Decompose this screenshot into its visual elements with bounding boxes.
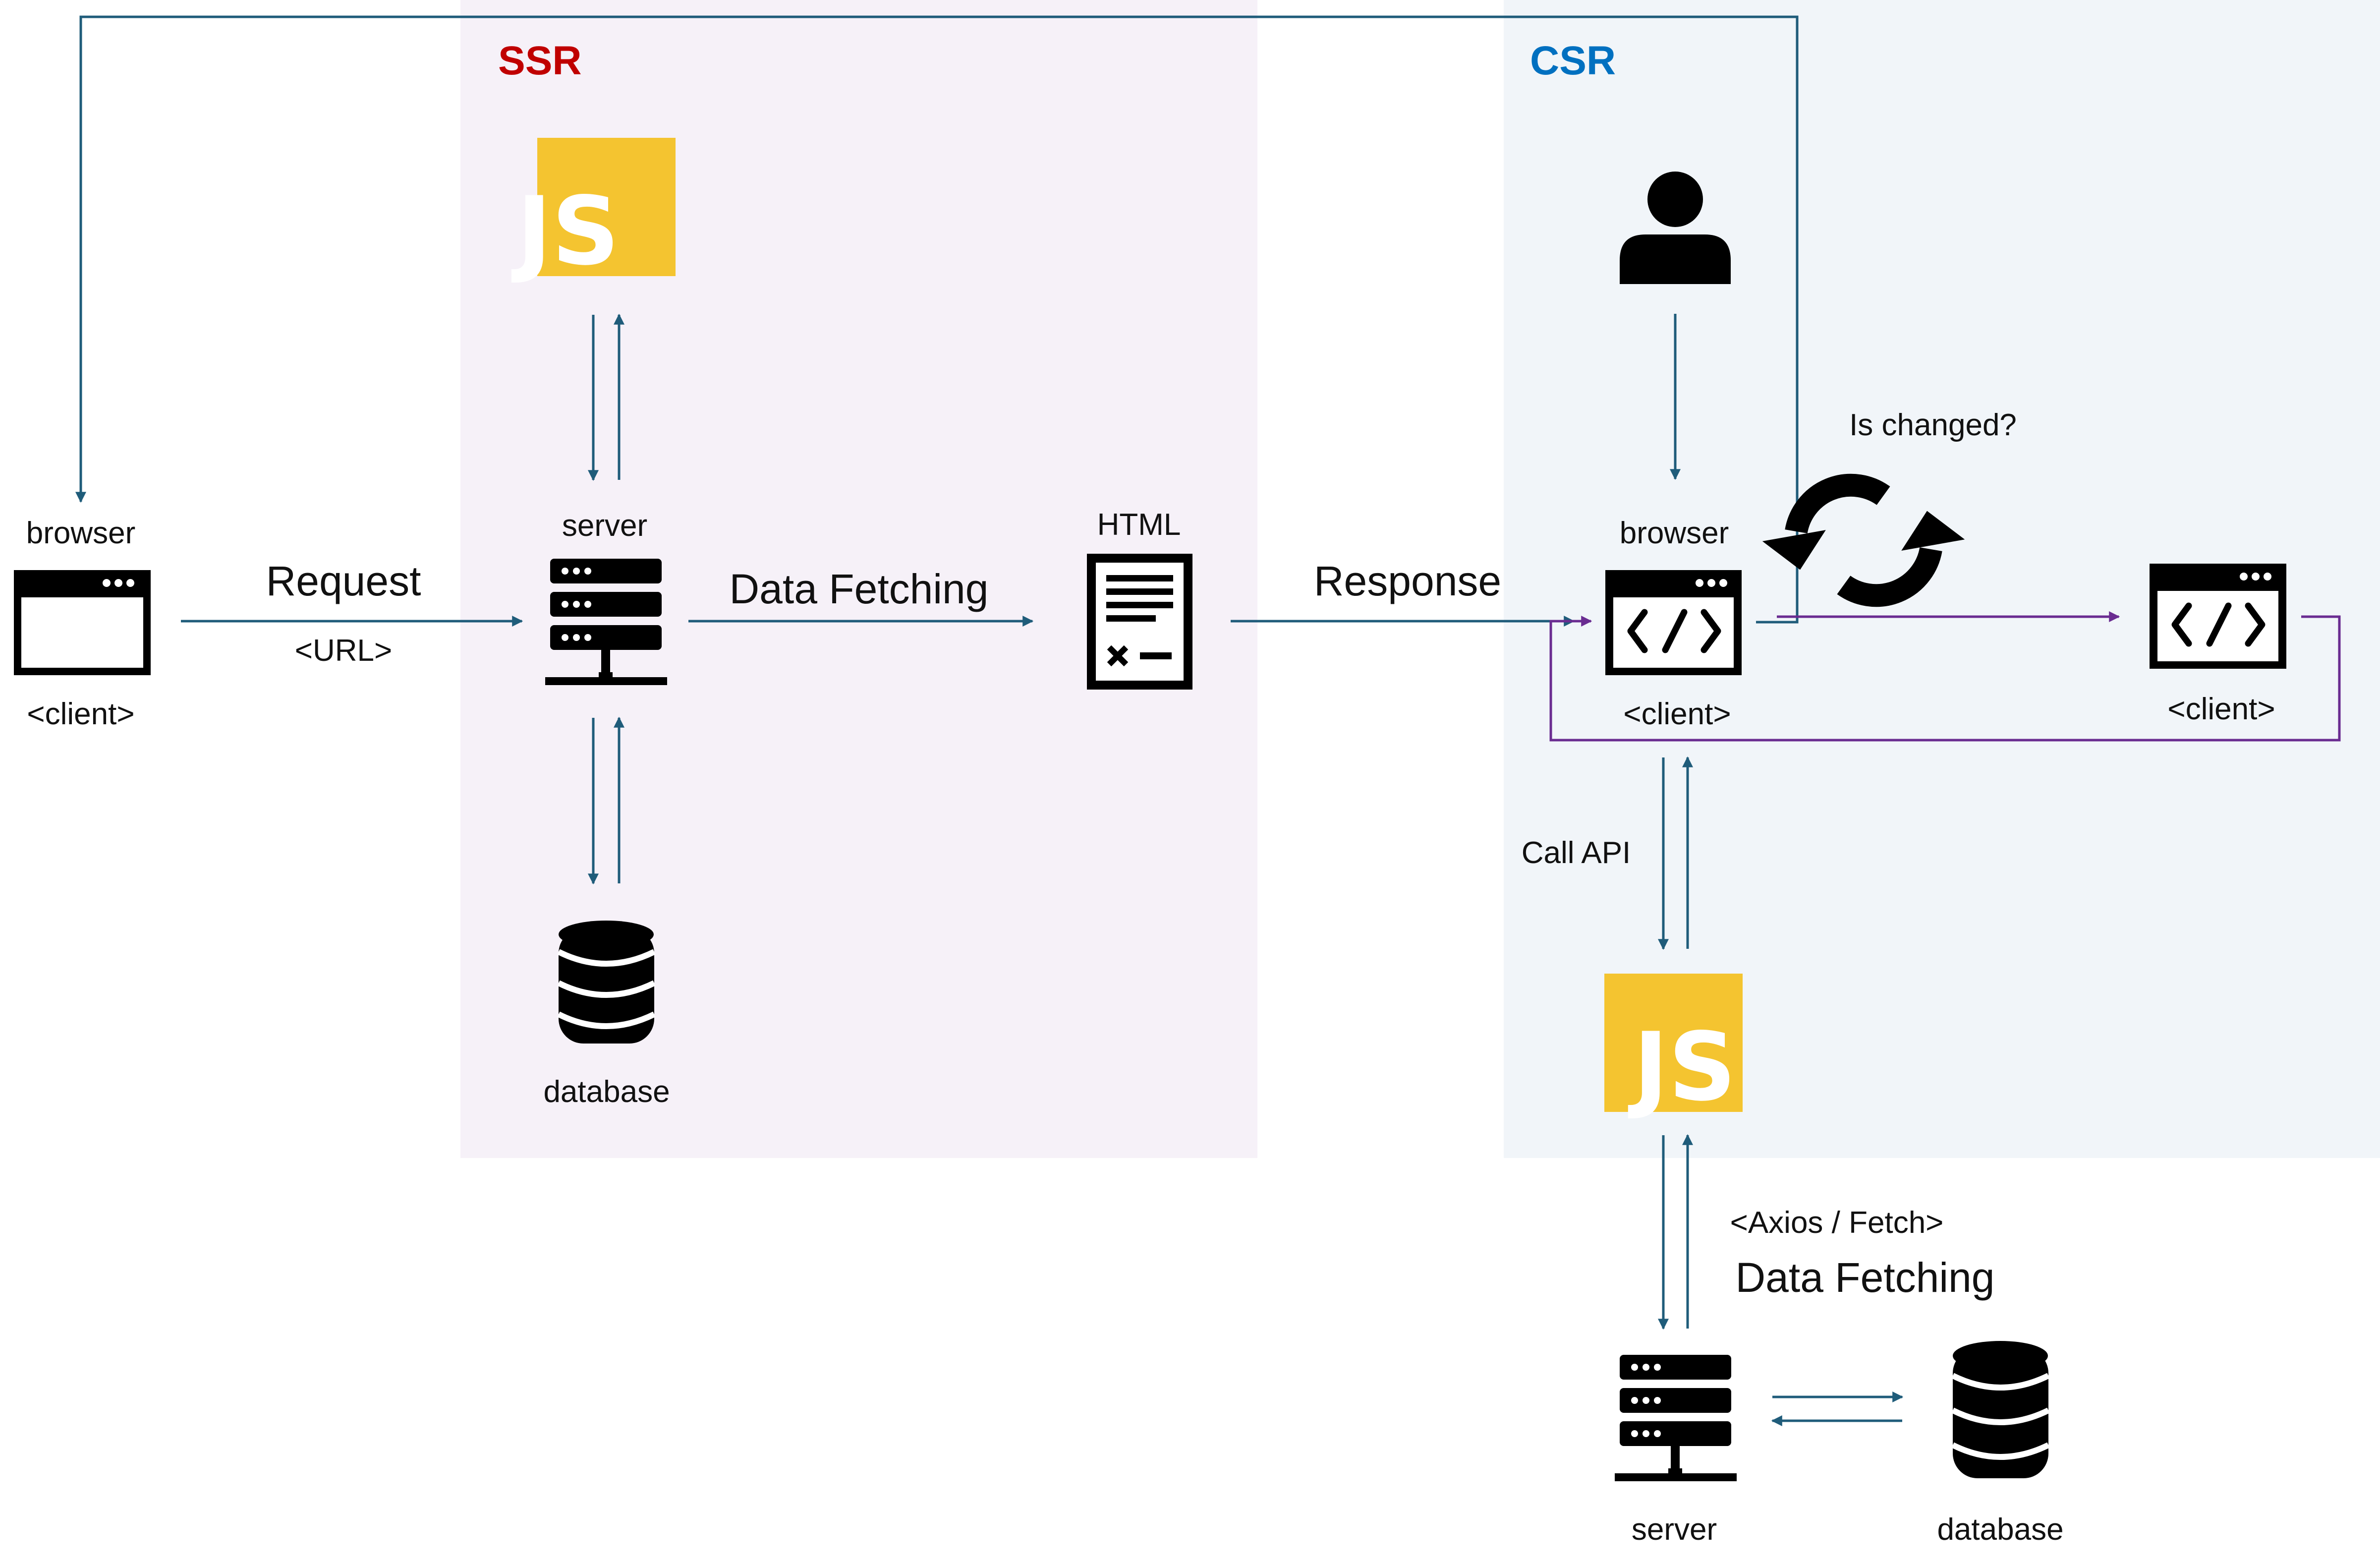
server-rack-icon <box>545 559 667 685</box>
csr-server-label: server <box>1631 1512 1717 1547</box>
csr-title: CSR <box>1530 38 1616 83</box>
url-label: <URL> <box>294 634 393 668</box>
csr-client2-label: <client> <box>2167 692 2275 726</box>
ssr-browser-label: browser <box>26 516 136 550</box>
js-logo-text: JS <box>511 176 620 286</box>
html-label: HTML <box>1097 508 1181 542</box>
ssr-client-label: <client> <box>27 697 135 731</box>
database-icon <box>557 921 656 1044</box>
csr-data-fetching-label: Data Fetching <box>1735 1254 1995 1301</box>
axios-fetch-label: <Axios / Fetch> <box>1730 1206 1944 1240</box>
call-api-label: Call API <box>1521 836 1631 870</box>
ssr-data-fetching-label: Data Fetching <box>729 566 989 612</box>
refresh-icon <box>1762 473 1965 607</box>
javascript-logo-icon-2: JS <box>1604 974 1743 1122</box>
database-icon-2 <box>1951 1341 2050 1478</box>
response-label: Response <box>1313 558 1502 604</box>
javascript-logo-icon: JS <box>511 138 676 286</box>
code-window-icon-2 <box>2150 564 2286 669</box>
request-label: Request <box>266 558 421 604</box>
js-logo-text-2: JS <box>1628 1012 1736 1122</box>
html-document-icon <box>1087 554 1192 690</box>
rerender-return-arrow <box>1549 615 2341 742</box>
ssr-title: SSR <box>498 38 582 83</box>
ssr-database-label: database <box>543 1075 670 1109</box>
csr-browser-label: browser <box>1619 516 1729 550</box>
csr-database-label: database <box>1937 1512 2064 1547</box>
browser-window-icon <box>14 570 151 675</box>
redirect-loop-arrow <box>75 15 1799 624</box>
code-window-icon <box>1605 570 1742 675</box>
user-icon <box>1620 172 1731 284</box>
csr-client-label: <client> <box>1623 697 1731 731</box>
server-rack-icon-2 <box>1615 1355 1737 1481</box>
is-changed-label: Is changed? <box>1849 408 2017 442</box>
ssr-server-label: server <box>562 509 648 543</box>
